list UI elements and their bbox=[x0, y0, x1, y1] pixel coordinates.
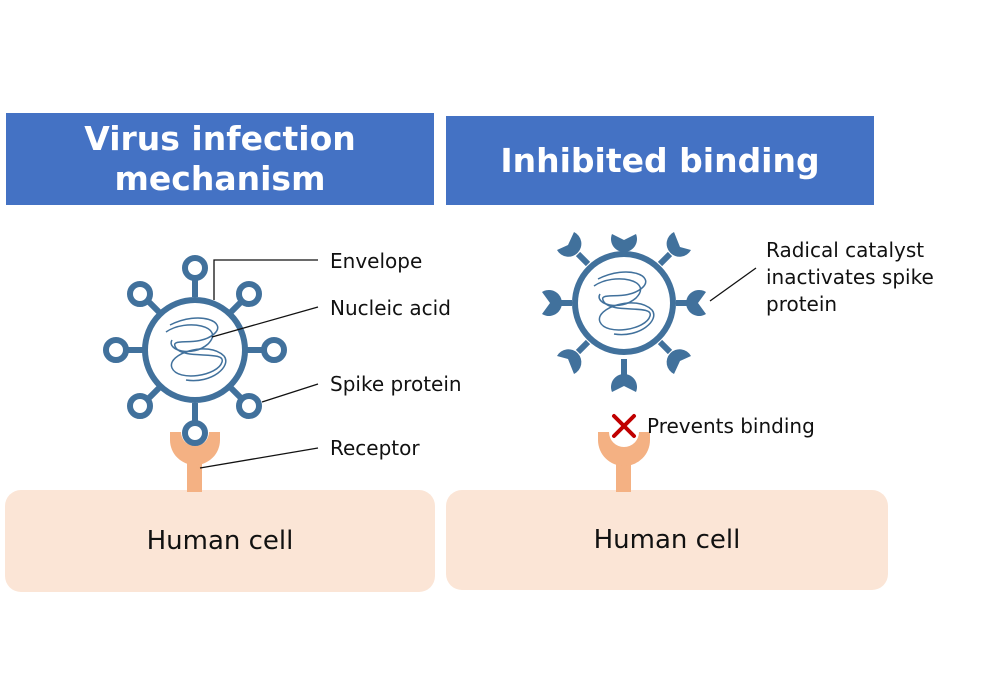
cross-icon bbox=[612, 414, 636, 438]
title-line-2: mechanism bbox=[114, 159, 326, 198]
human-cell-right: Human cell bbox=[446, 490, 888, 590]
leader-line-catalyst bbox=[709, 267, 757, 302]
inactive-spike-top-left bbox=[557, 232, 582, 257]
nucleic-acid-right bbox=[593, 271, 655, 336]
nucleic-acid-left bbox=[165, 317, 227, 382]
label-receptor: Receptor bbox=[330, 436, 420, 460]
title-virus-infection-mechanism: Virus infection mechanism bbox=[6, 113, 434, 205]
label-spike-protein: Spike protein bbox=[330, 372, 462, 396]
inactive-spike-bottom bbox=[611, 374, 637, 392]
inactive-spike-top-right bbox=[666, 232, 691, 257]
title-line-1: Virus infection bbox=[84, 119, 356, 158]
inactive-spike-top bbox=[611, 234, 637, 252]
receptor-right bbox=[598, 432, 650, 492]
receptor-left bbox=[170, 432, 220, 492]
label-catalyst-line-2: inactivates spike bbox=[766, 265, 934, 289]
label-catalyst-line-1: Radical catalyst bbox=[766, 238, 924, 262]
label-nucleic-acid: Nucleic acid bbox=[330, 296, 451, 320]
leader-lines-left bbox=[199, 259, 319, 469]
human-cell-left: Human cell bbox=[5, 490, 435, 592]
label-catalyst-line-3: protein bbox=[766, 292, 837, 316]
inactivated-spikes bbox=[542, 232, 706, 392]
title-inhibited-binding: Inhibited binding bbox=[446, 116, 874, 205]
virus-left bbox=[103, 255, 287, 446]
label-prevents-binding: Prevents binding bbox=[647, 414, 815, 438]
label-envelope: Envelope bbox=[330, 249, 422, 273]
inactive-spike-bottom-left bbox=[557, 349, 582, 374]
inactive-spike-right bbox=[686, 290, 706, 316]
inactive-spike-left bbox=[542, 290, 562, 317]
inactive-spike-bottom-right bbox=[666, 349, 691, 374]
